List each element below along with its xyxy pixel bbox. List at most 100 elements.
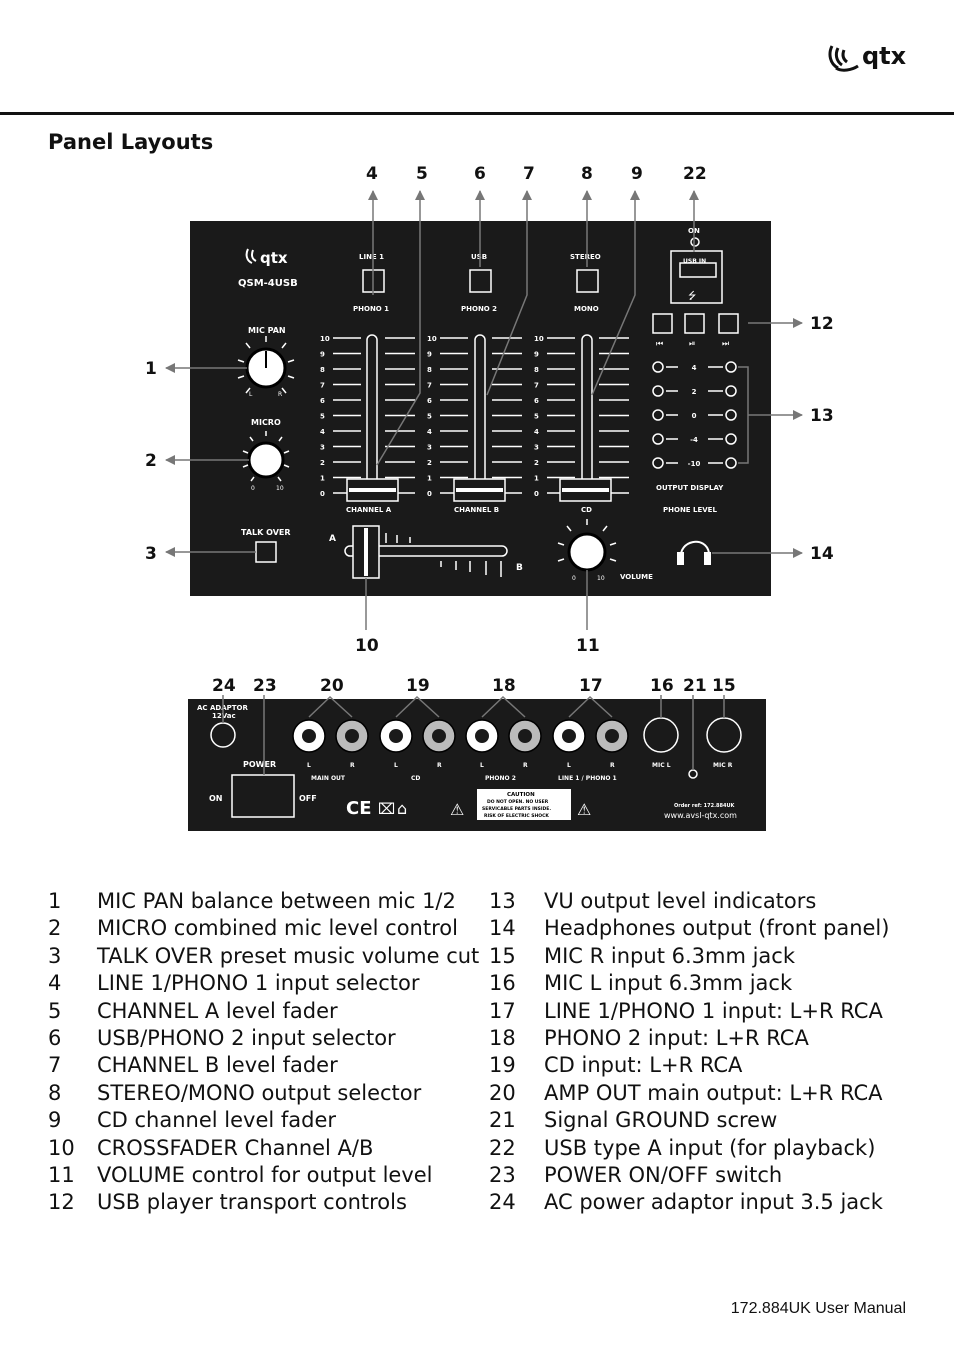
callout-10: 10 xyxy=(355,636,379,656)
micro-min: 0 xyxy=(251,485,255,492)
fader-scale-label: 1 xyxy=(427,475,432,483)
talk-over-label: TALK OVER xyxy=(241,528,291,537)
next-track-icon: ⏭ xyxy=(722,339,729,348)
fader-scale-label: 0 xyxy=(320,490,325,498)
main-out-label: MAIN OUT xyxy=(311,775,346,782)
channel-a-label: CHANNEL A xyxy=(346,506,392,514)
rca-jack-center xyxy=(432,729,446,743)
page-heading: Panel Layouts xyxy=(48,130,214,154)
fader-scale-label: 7 xyxy=(320,382,325,390)
fader-scale-label: 4 xyxy=(534,428,539,436)
legend-number: 22 xyxy=(489,1135,516,1160)
qtx-logo-icon xyxy=(828,45,859,72)
fader-scale-label: 3 xyxy=(427,444,432,452)
phone-level-label: PHONE LEVEL xyxy=(663,506,717,514)
volume-max: 10 xyxy=(597,575,605,582)
crossfader-track xyxy=(344,545,508,557)
volume-ticks xyxy=(557,519,617,562)
fader-scale-label: 7 xyxy=(427,382,432,390)
legend-text: USB/PHONO 2 input selector xyxy=(97,1026,396,1051)
fader-scale-label: 1 xyxy=(534,475,539,483)
rca-channel-label: L xyxy=(567,762,571,769)
legend-number: 16 xyxy=(489,971,516,996)
channel-b-fader xyxy=(453,334,506,502)
fader-scale-label: 0 xyxy=(534,490,539,498)
legend-number: 6 xyxy=(48,1026,62,1051)
vu-level-label: 0 xyxy=(692,412,697,420)
legend-text: USB type A input (for playback) xyxy=(544,1135,876,1160)
vu-led xyxy=(725,361,737,373)
legend-text: MICRO combined mic level control xyxy=(97,916,458,941)
fader-scale-label: 3 xyxy=(320,444,325,452)
legend-number: 20 xyxy=(489,1080,516,1105)
legend-item: 2 MICRO combined mic level control xyxy=(48,915,478,942)
micro-label: MICRO xyxy=(251,418,281,427)
micro-max: 10 xyxy=(276,485,284,492)
rca-jack-center xyxy=(518,729,532,743)
legend-number: 17 xyxy=(489,998,516,1023)
legend-item: 6 USB/PHONO 2 input selector xyxy=(48,1025,478,1052)
fader-scale-label: 5 xyxy=(427,413,432,421)
stereo-mono-selector xyxy=(576,269,599,293)
mic-pan-label: MIC PAN xyxy=(248,326,286,335)
callout-4: 4 xyxy=(366,164,378,184)
rca-jack-center xyxy=(475,729,489,743)
mic-r-jack xyxy=(706,717,742,753)
mono-label: MONO xyxy=(574,305,599,313)
vu-led xyxy=(725,433,737,445)
legend-number: 12 xyxy=(48,1190,75,1215)
prev-track-button xyxy=(652,313,673,334)
line1-phono1-in-label: LINE 1 / PHONO 1 xyxy=(558,775,617,782)
callout-12: 12 xyxy=(810,314,834,334)
legend-number: 9 xyxy=(48,1108,62,1133)
ce-mark: CE xyxy=(346,798,372,819)
rca-channel-label: R xyxy=(437,762,442,769)
phono1-label: PHONO 1 xyxy=(353,305,389,313)
play-pause-icon: ⏯ xyxy=(689,339,695,348)
vu-led xyxy=(725,457,737,469)
phono2-label: PHONO 2 xyxy=(461,305,497,313)
channel-a-fader xyxy=(346,334,399,502)
indoor-use-icon: ⌂ xyxy=(397,799,407,818)
website-label: www.avsl-qtx.com xyxy=(664,811,737,820)
legend-text: USB player transport controls xyxy=(97,1190,407,1215)
legend-text: CROSSFADER Channel A/B xyxy=(97,1135,374,1160)
legend-text: POWER ON/OFF switch xyxy=(544,1163,783,1188)
vu-level-label: 4 xyxy=(692,364,697,372)
callout-22: 22 xyxy=(683,164,707,184)
legend-number: 2 xyxy=(48,916,62,941)
legend-number: 18 xyxy=(489,1026,516,1051)
fader-scale-label: 3 xyxy=(534,444,539,452)
legend-text: AMP OUT main output: L+R RCA xyxy=(544,1080,883,1105)
legend-number: 11 xyxy=(48,1163,75,1188)
rca-jack-center xyxy=(345,729,359,743)
vu-output-leds: 420-4-10 xyxy=(652,361,737,469)
panel-qtx-logo-icon xyxy=(245,248,257,264)
fader-scale-label: 5 xyxy=(534,413,539,421)
footer-manual-ref: 172.884UK User Manual xyxy=(730,1300,906,1317)
callout-23: 23 xyxy=(253,676,277,696)
legend-number: 4 xyxy=(48,971,62,996)
mic-r-label: MIC R xyxy=(713,762,733,769)
fader-scale-label: 4 xyxy=(320,428,325,436)
callout-9: 9 xyxy=(631,164,643,184)
legend-text: TALK OVER preset music volume cut xyxy=(97,943,480,968)
usb-label: USB xyxy=(471,253,487,261)
caution-line-2: SERVICABLE PARTS INSIDE. xyxy=(482,806,551,812)
fader-scale-label: 6 xyxy=(320,397,325,405)
legend-number: 3 xyxy=(48,943,62,968)
micro-ticks xyxy=(242,431,290,482)
legend-text: Headphones output (front panel) xyxy=(544,916,890,941)
fader-scale-label: 10 xyxy=(534,335,544,343)
